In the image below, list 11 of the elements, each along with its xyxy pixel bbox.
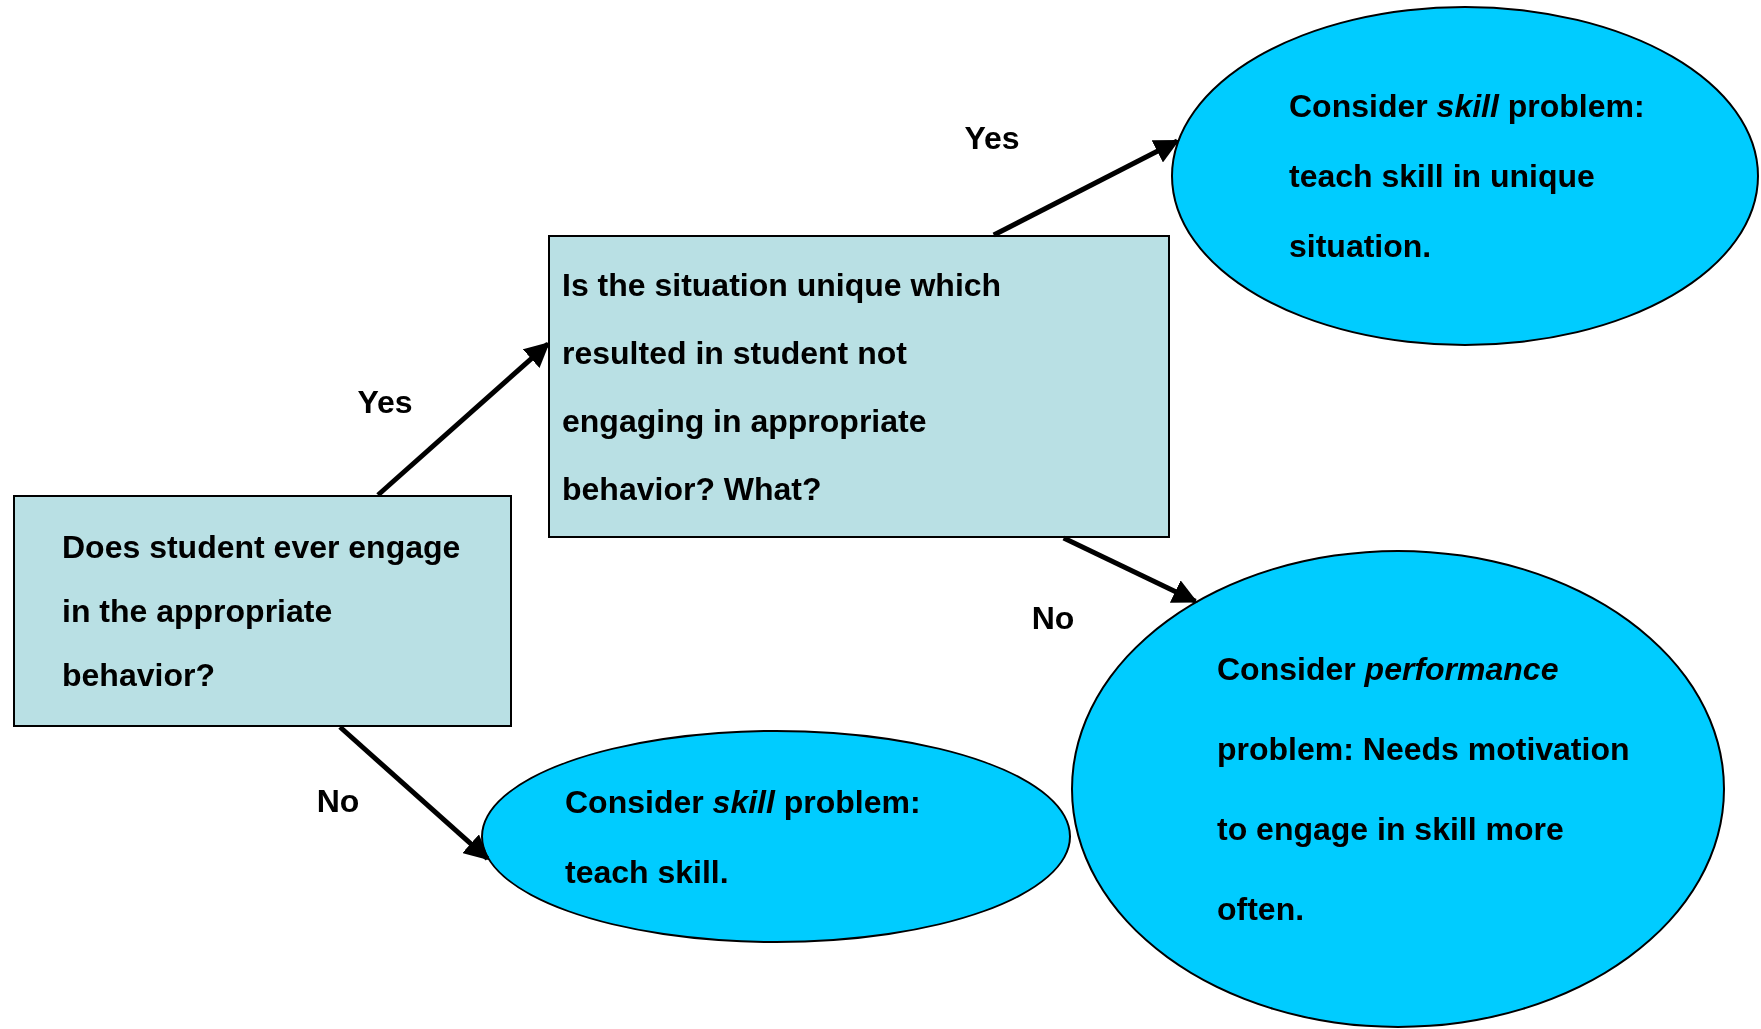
arrow [1062, 535, 1198, 604]
question-box [548, 235, 1170, 538]
arrow [992, 138, 1180, 238]
node-text: Consider skill problem: teach skill. [565, 782, 922, 892]
arrow [376, 341, 550, 497]
node-text: Consider skill problem: teach skill in unique situation. [1289, 87, 1646, 266]
arrow [338, 725, 490, 861]
node-text: Consider performance problem: Needs motivation to engage in skill more often. [1217, 650, 1631, 929]
node-text: Does student ever engage in the appropriate behavior? [62, 528, 462, 695]
node-text: Is the situation unique which resulted in student not engaging in appropriate behavior? What? [562, 265, 1003, 509]
question-box [13, 495, 512, 727]
